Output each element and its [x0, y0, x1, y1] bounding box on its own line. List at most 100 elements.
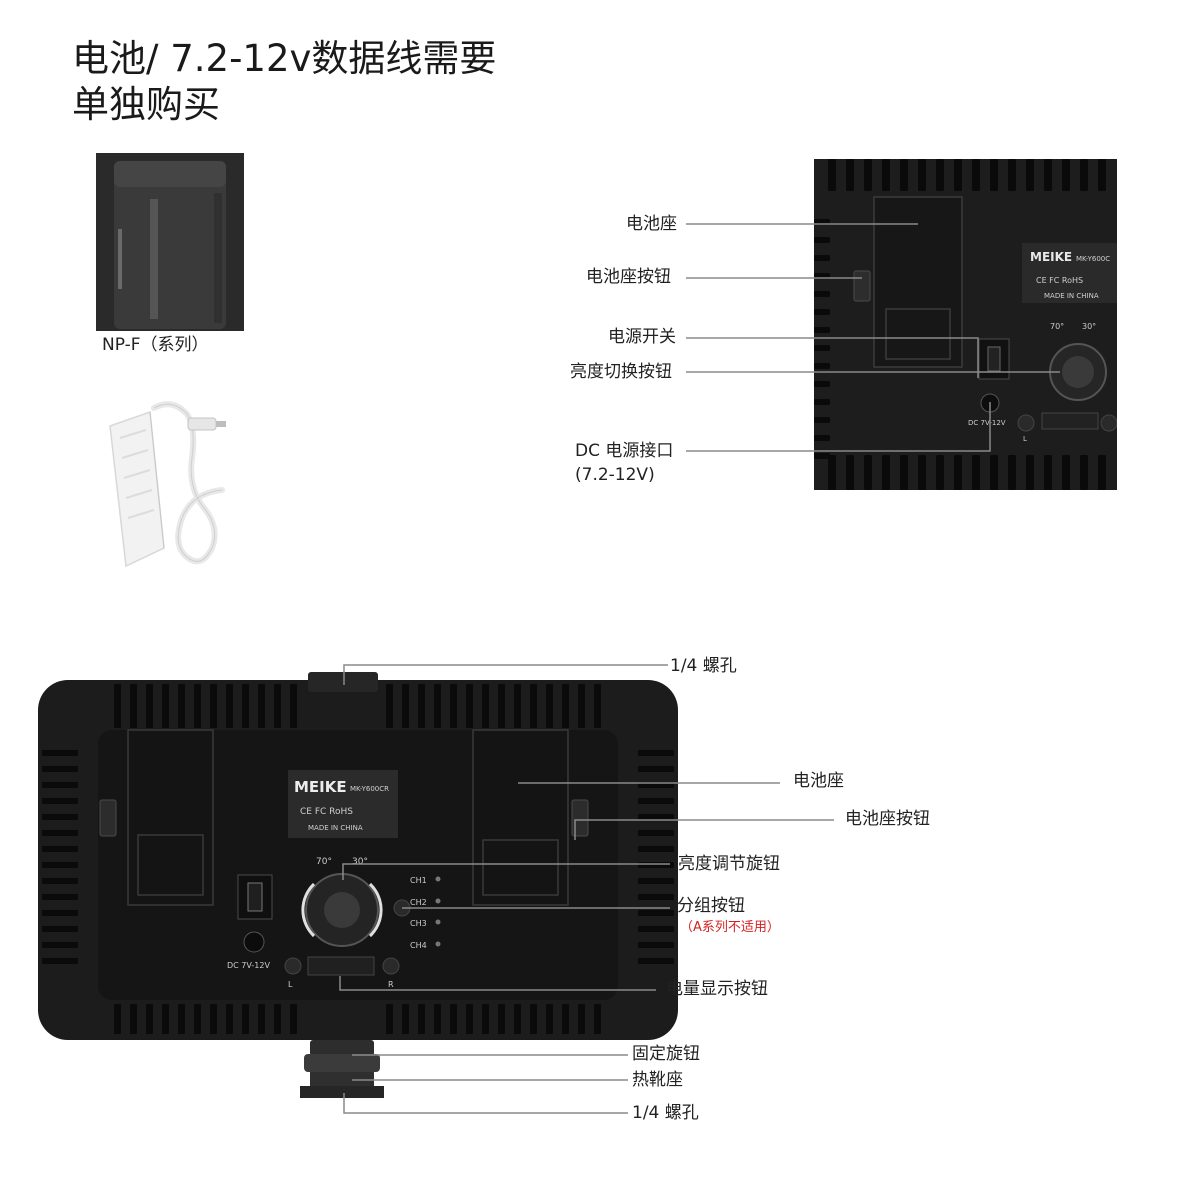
- vent-slot: [990, 455, 998, 490]
- vent-slot: [972, 455, 980, 490]
- panel-dc-label: DC 7V-12V: [227, 961, 270, 970]
- panel-ch3: CH3: [410, 919, 427, 928]
- vent-slot: [42, 830, 78, 836]
- vent-slot: [402, 684, 409, 728]
- vent-slot: [972, 159, 980, 191]
- vent-slot: [482, 684, 489, 728]
- vent-slot: [638, 766, 674, 772]
- closeup-angle-70: 70°: [1050, 322, 1064, 331]
- closeup-made-in: MADE IN CHINA: [1044, 292, 1099, 300]
- vent-slot: [814, 435, 830, 441]
- power-adapter-image: [109, 401, 226, 568]
- vent-slot: [990, 159, 998, 191]
- vent-slot: [466, 1004, 473, 1034]
- vent-slot: [42, 750, 78, 756]
- vent-slot: [954, 455, 962, 490]
- vent-slot: [814, 417, 830, 423]
- vent-slot: [578, 684, 585, 728]
- vent-slot: [1044, 455, 1052, 490]
- label-battery-seat-bottom: 电池座: [793, 771, 844, 791]
- vent-slot: [936, 455, 944, 490]
- vent-slot: [130, 684, 137, 728]
- vent-slot: [42, 958, 78, 964]
- panel-made-in: MADE IN CHINA: [308, 824, 363, 832]
- vent-slot: [900, 455, 908, 490]
- title-line-1: 电池/ 7.2-12v数据线需要: [72, 37, 497, 80]
- vent-slot: [814, 255, 830, 261]
- label-screw-hole-top: 1/4 螺孔: [670, 656, 737, 676]
- vent-slot: [42, 862, 78, 868]
- vent-slot: [828, 159, 836, 191]
- vent-slot: [638, 878, 674, 884]
- vent-slot: [814, 363, 830, 369]
- panel-angle-30: 30°: [352, 857, 368, 867]
- vent-slot: [242, 1004, 249, 1034]
- vent-slot: [226, 684, 233, 728]
- vent-slot: [210, 684, 217, 728]
- label-battery-seat-button-top: 电池座按钮: [586, 267, 671, 287]
- vent-slot: [498, 1004, 505, 1034]
- vent-slot: [1062, 159, 1070, 191]
- vent-slot: [814, 345, 830, 351]
- vent-slot: [274, 684, 281, 728]
- vent-slot: [42, 766, 78, 772]
- vent-slot: [402, 1004, 409, 1034]
- vent-slot: [918, 159, 926, 191]
- vent-slot: [130, 1004, 137, 1034]
- label-brightness-switch-top: 亮度切换按钮: [570, 362, 672, 382]
- vent-slot: [498, 684, 505, 728]
- label-battery-seat-button-bottom: 电池座按钮: [845, 809, 930, 829]
- panel-back-image: MEIKE MK-Y600CR CE FC RoHS MADE IN CHINA…: [38, 672, 678, 1098]
- vent-slot: [638, 910, 674, 916]
- vent-slot: [1008, 159, 1016, 191]
- closeup-angle-30: 30°: [1082, 322, 1096, 331]
- vent-slot: [290, 684, 297, 728]
- closeup-model: MK-Y600C: [1076, 255, 1110, 263]
- leader-battery-seat-button-bottom: [574, 819, 834, 840]
- vent-slot: [638, 894, 674, 900]
- vent-slot: [814, 399, 830, 405]
- vent-slot: [386, 684, 393, 728]
- vent-slot: [954, 159, 962, 191]
- panel-brand: MEIKE: [294, 778, 347, 796]
- leader-power-display: [339, 976, 656, 991]
- closeup-brand: MEIKE: [1030, 250, 1072, 264]
- vent-slot: [864, 159, 872, 191]
- vent-slot: [1044, 159, 1052, 191]
- vent-slot: [814, 453, 830, 459]
- label-power-display: 电量显示按钮: [666, 979, 768, 999]
- vent-slot: [194, 1004, 201, 1034]
- vent-slot: [638, 942, 674, 948]
- panel-closeup-image: MEIKE MK-Y600C CE FC RoHS MADE IN CHINA …: [814, 159, 1117, 490]
- closeup-cert: CE FC RoHS: [1036, 276, 1083, 285]
- vent-slot: [482, 1004, 489, 1034]
- vent-slot: [114, 684, 121, 728]
- vent-slot: [562, 684, 569, 728]
- vent-slot: [1098, 455, 1106, 490]
- vent-slot: [178, 1004, 185, 1034]
- vent-slot: [434, 684, 441, 728]
- vent-slot: [1026, 159, 1034, 191]
- vent-slot: [434, 1004, 441, 1034]
- panel-ch2: CH2: [410, 898, 427, 907]
- vent-slot: [274, 1004, 281, 1034]
- vent-slot: [546, 684, 553, 728]
- vent-slot: [594, 684, 601, 728]
- vent-slot: [418, 1004, 425, 1034]
- label-screw-hole-bottom: 1/4 螺孔: [632, 1103, 699, 1123]
- closeup-left-label: L: [1023, 435, 1027, 443]
- vent-slot: [42, 894, 78, 900]
- vent-slot: [514, 1004, 521, 1034]
- label-brightness-knob: 亮度调节旋钮: [678, 854, 780, 874]
- vent-slot: [814, 381, 830, 387]
- vent-slot: [814, 291, 830, 297]
- leader-brightness-knob: [342, 863, 670, 880]
- np-f-battery-image: [96, 153, 244, 331]
- vent-slot: [1026, 455, 1034, 490]
- vent-slot: [42, 798, 78, 804]
- vent-slot: [562, 1004, 569, 1034]
- vent-slot: [450, 684, 457, 728]
- vent-slot: [210, 1004, 217, 1034]
- vent-slot: [42, 942, 78, 948]
